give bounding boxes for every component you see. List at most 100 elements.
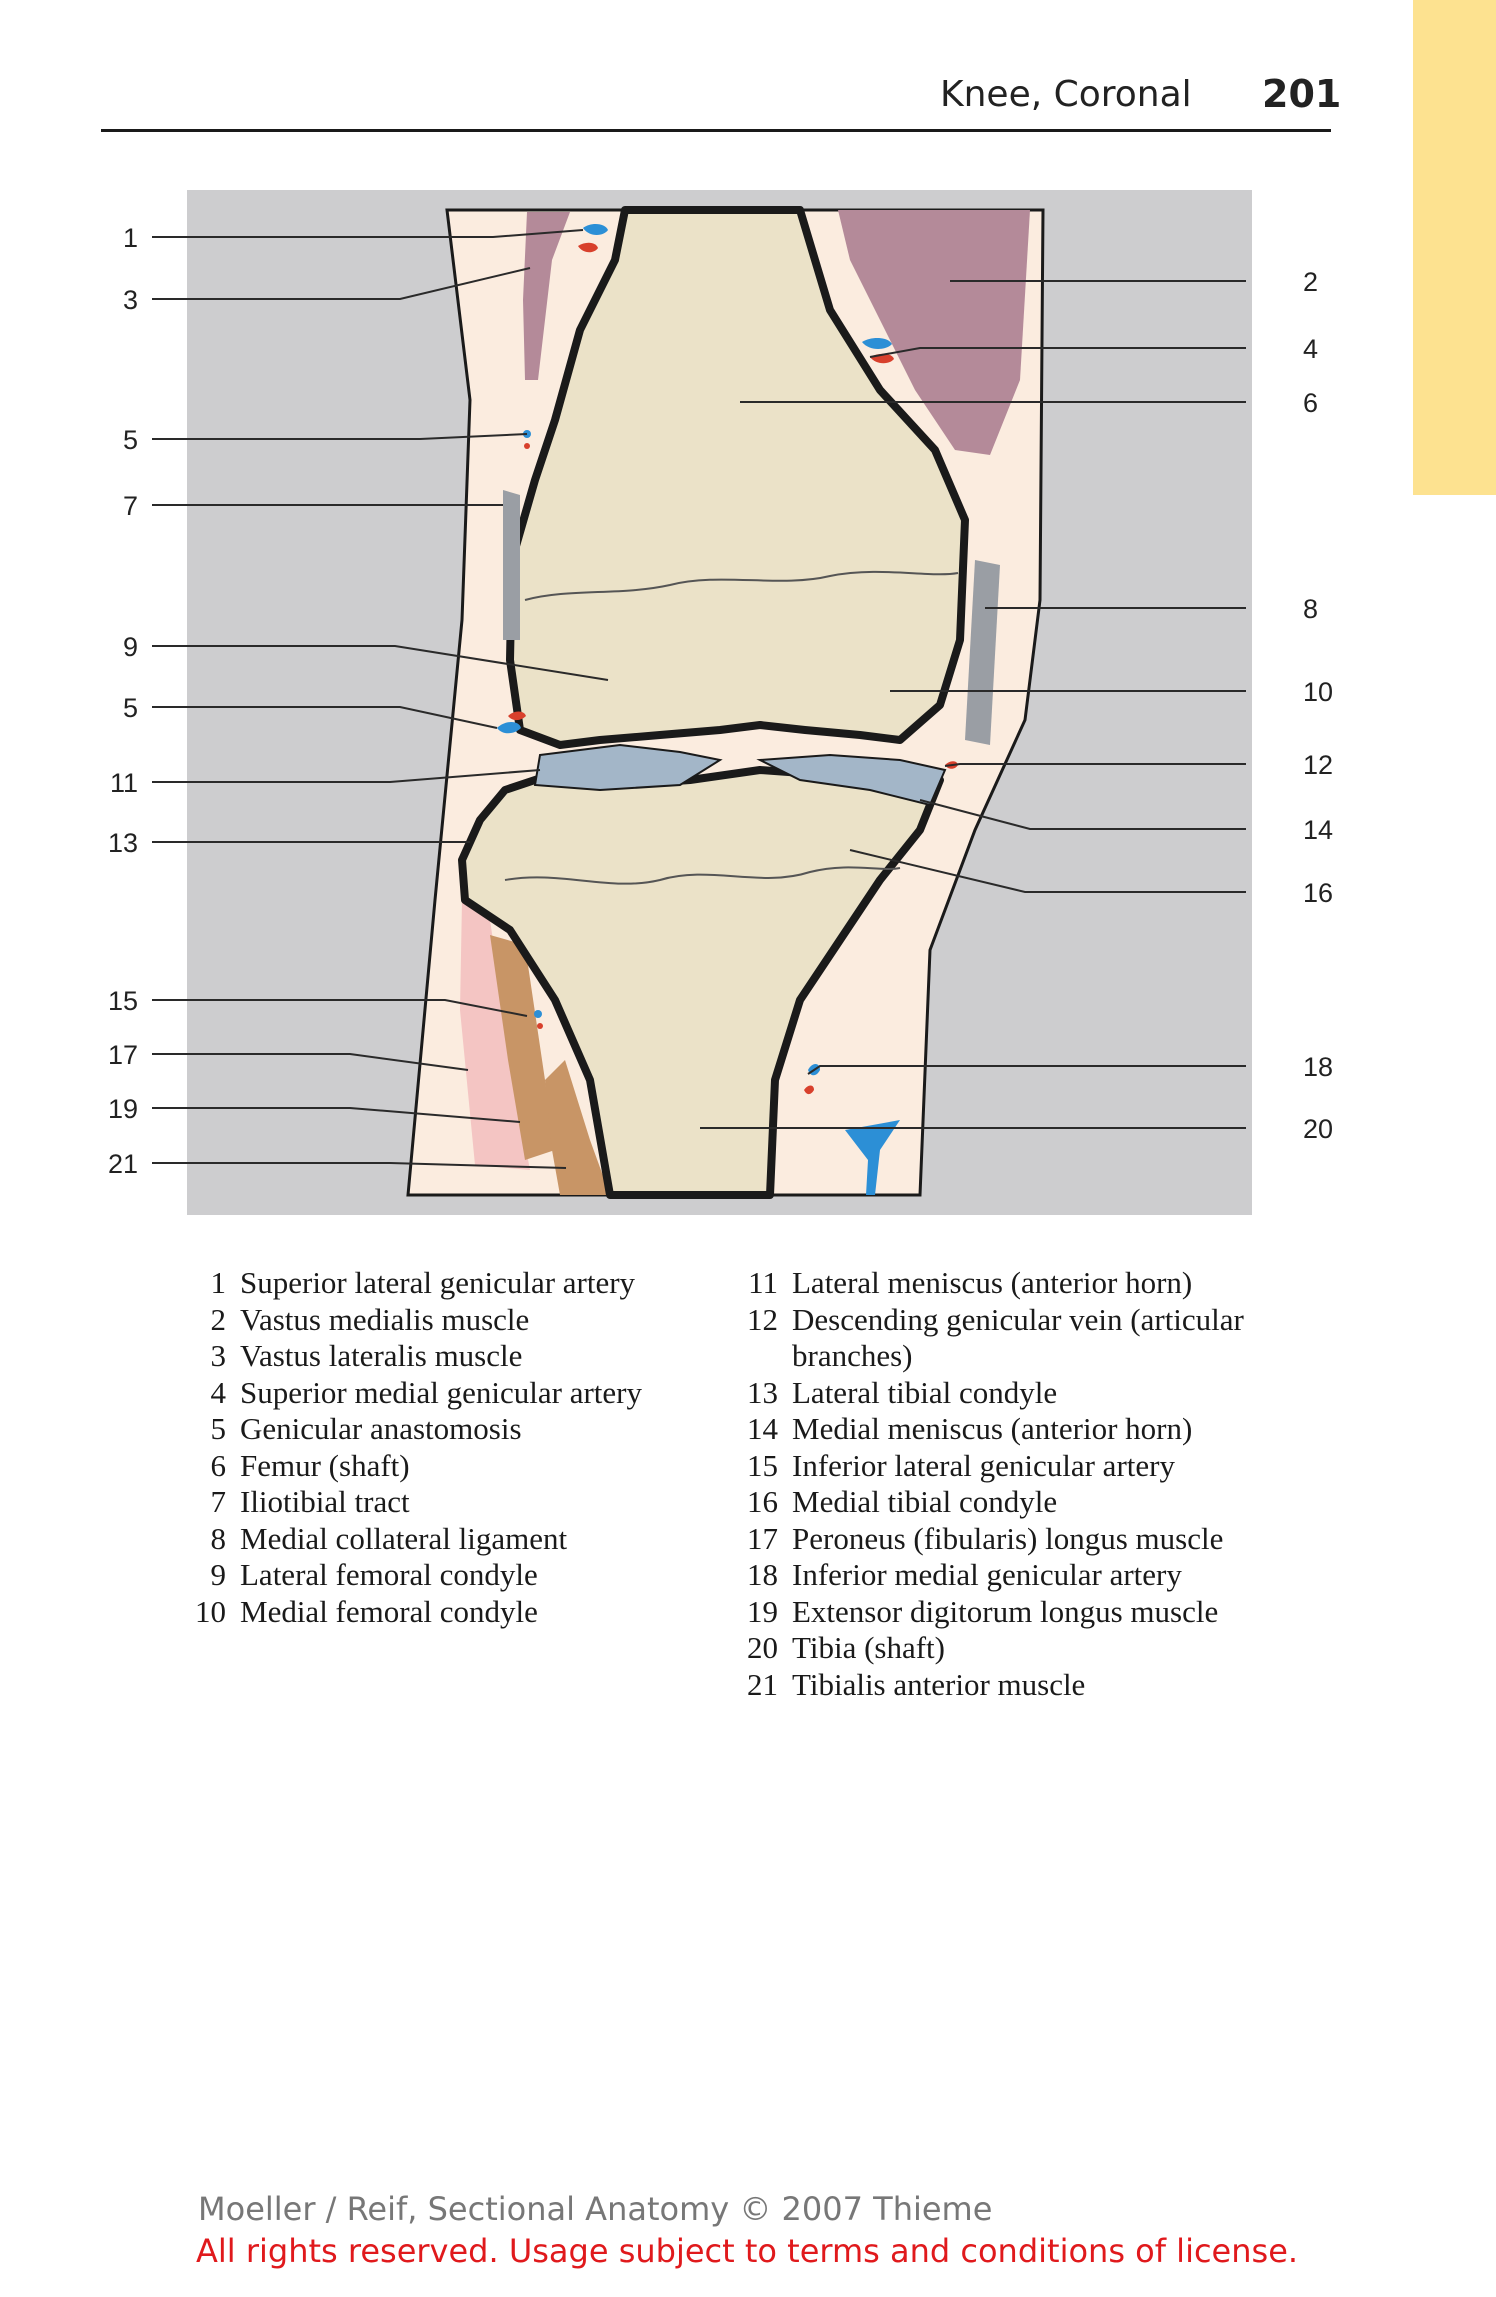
callout-label: 1 — [123, 223, 138, 253]
footer-credit: Moeller / Reif, Sectional Anatomy © 2007… — [198, 2190, 993, 2228]
callout-label: 13 — [108, 828, 138, 858]
legend-text: Lateral femoral condyle — [240, 1557, 538, 1592]
callout-label: 7 — [123, 491, 138, 521]
callout-label: 19 — [108, 1094, 138, 1124]
page-number: 201 — [1262, 72, 1342, 116]
legend-text: Medial meniscus (anterior horn) — [792, 1411, 1193, 1446]
legend-number: 21 — [747, 1666, 778, 1702]
legend-number: 20 — [747, 1630, 778, 1665]
femur — [506, 206, 969, 749]
callout-label: 8 — [1303, 594, 1318, 624]
artery — [508, 711, 526, 721]
legend-text: Descending genicular vein (articular bra… — [792, 1301, 1244, 1374]
callout-label: 12 — [1303, 750, 1333, 780]
callout-label: 15 — [108, 986, 138, 1016]
tibia — [458, 766, 944, 1199]
tibia-growth-plate — [504, 866, 901, 885]
callout-label: 2 — [1303, 267, 1318, 297]
legend-text: Genicular anastomosis — [240, 1411, 522, 1446]
vein — [583, 224, 608, 235]
vein — [862, 338, 892, 349]
tibialis-anterior-muscle — [545, 1060, 610, 1195]
legend-item: 8 Medial collateral ligament — [176, 1521, 646, 1558]
legend-text: Medial collateral ligament — [240, 1520, 568, 1556]
legend-number: 5 — [210, 1411, 227, 1446]
legend-item: 11 Lateral meniscus (anterior horn) — [728, 1265, 1368, 1302]
legend-item: 17 Peroneus (fibularis) longus muscle — [728, 1521, 1368, 1558]
callout-label: 3 — [123, 285, 138, 315]
callout-label: 10 — [1303, 677, 1333, 707]
legend-number: 19 — [747, 1593, 778, 1629]
legend-number: 7 — [210, 1484, 227, 1519]
callout-label: 21 — [108, 1149, 138, 1179]
legend-text: Lateral tibial condyle — [792, 1374, 1058, 1410]
legend-item: 9 Lateral femoral condyle — [176, 1557, 646, 1594]
legend-text: Lateral meniscus (anterior horn) — [792, 1265, 1193, 1300]
legend-number: 16 — [747, 1484, 778, 1519]
callout-label: 16 — [1303, 878, 1333, 908]
legend-number: 8 — [210, 1520, 227, 1556]
extensor-digitorum-muscle — [490, 935, 555, 1160]
medial-collateral-ligament — [965, 560, 1000, 745]
legend-number: 3 — [210, 1338, 227, 1373]
legend-number: 2 — [210, 1301, 227, 1337]
callout-label: 5 — [123, 693, 138, 723]
iliotibial-tract — [503, 490, 520, 640]
legend-text: Extensor digitorum longus muscle — [792, 1593, 1219, 1629]
right-callouts: 2 4 6 8 10 12 14 16 18 20 — [1303, 267, 1333, 1144]
legend-item: 7 Iliotibial tract — [176, 1484, 646, 1521]
legend-number: 15 — [747, 1447, 778, 1483]
legend-item: 21 Tibialis anterior muscle — [728, 1667, 1368, 1704]
callout-label: 9 — [123, 632, 138, 662]
legend-item: 15 Inferior lateral genicular artery — [728, 1448, 1368, 1485]
artery — [524, 443, 530, 449]
femur-growth-plate — [524, 570, 959, 601]
page-section-title: Knee, Coronal — [940, 74, 1192, 115]
legend-item: 1 Superior lateral genicular artery — [176, 1265, 646, 1302]
legend-item: 19 Extensor digitorum longus muscle — [728, 1594, 1368, 1631]
legend-number: 11 — [748, 1265, 778, 1300]
legend-number: 1 — [210, 1265, 227, 1300]
legend-number: 9 — [210, 1557, 227, 1592]
left-callouts: 1 3 5 7 9 5 11 13 15 17 19 21 — [108, 223, 138, 1179]
legend-item: 13 Lateral tibial condyle — [728, 1375, 1368, 1412]
callout-label: 18 — [1303, 1052, 1333, 1082]
artery — [804, 1085, 814, 1095]
callout-label: 6 — [1303, 388, 1318, 418]
footer-rights-notice: All rights reserved. Usage subject to te… — [196, 2232, 1299, 2270]
legend-text: Tibialis anterior muscle — [792, 1666, 1086, 1702]
legend-text: Medial femoral condyle — [240, 1593, 538, 1629]
header-rule — [101, 129, 1331, 132]
legend-number: 13 — [747, 1374, 778, 1410]
legend-text: Femur (shaft) — [240, 1447, 410, 1483]
vastus-medialis-muscle — [838, 210, 1030, 455]
legend-number: 17 — [747, 1520, 778, 1556]
callout-label: 14 — [1303, 815, 1333, 845]
legend-text: Superior medial genicular artery — [240, 1374, 642, 1410]
legend-text: Vastus medialis muscle — [240, 1301, 530, 1337]
chapter-tab — [1413, 0, 1496, 495]
legend-text: Inferior medial genicular artery — [792, 1557, 1182, 1592]
legend-text: Peroneus (fibularis) longus muscle — [792, 1520, 1224, 1556]
legend-text: Tibia (shaft) — [792, 1630, 945, 1665]
medial-meniscus — [756, 753, 947, 807]
callout-label: 5 — [123, 425, 138, 455]
legend-text: Superior lateral genicular artery — [240, 1265, 636, 1300]
vein — [534, 1010, 542, 1018]
legend-item: 20 Tibia (shaft) — [728, 1630, 1368, 1667]
legend-text: Inferior lateral genicular artery — [792, 1447, 1175, 1483]
artery — [578, 242, 598, 253]
callout-label: 17 — [108, 1040, 138, 1070]
legend-item: 5 Genicular anastomosis — [176, 1411, 646, 1448]
legend-text: Iliotibial tract — [240, 1484, 410, 1519]
legend-item: 2 Vastus medialis muscle — [176, 1302, 646, 1339]
callout-label: 11 — [110, 768, 138, 798]
